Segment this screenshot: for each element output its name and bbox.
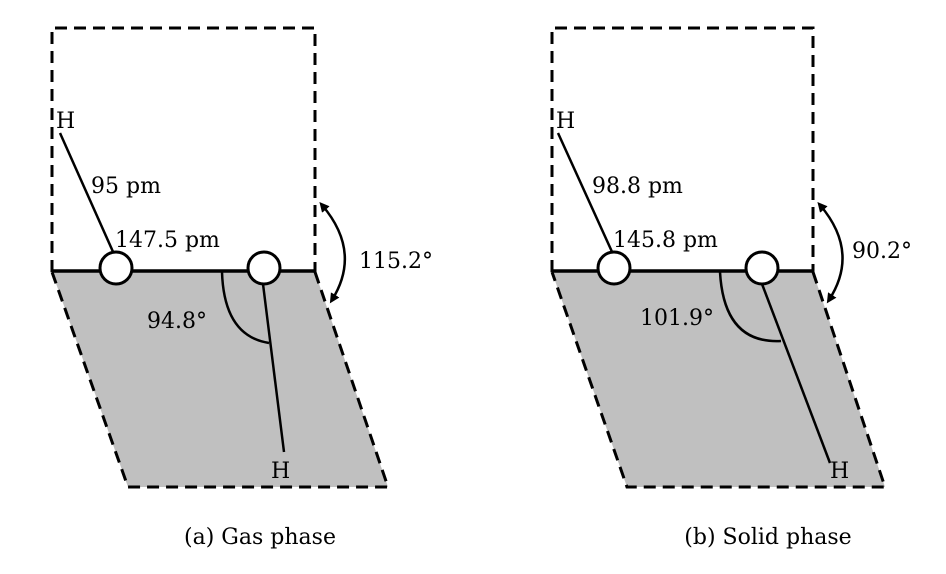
hydrogen-label-top: H — [56, 109, 75, 134]
caption: (b) Solid phase — [684, 525, 851, 550]
panel-gas-phase: H H 95 pm 147.5 pm 94.8° 115.2° (a) Gas … — [50, 26, 433, 550]
dihedral-arrow — [817, 201, 844, 304]
ooh-angle-arc — [220, 271, 270, 345]
oxygen-atom-1 — [98, 250, 134, 286]
hydrogen-label-bottom: H — [830, 459, 849, 484]
oh-bond-length-label: 98.8 pm — [592, 174, 683, 199]
lower-plane — [52, 272, 388, 487]
oxygen-atom-2 — [246, 250, 282, 286]
caption: (a) Gas phase — [184, 525, 336, 550]
oh-bond-length-label: 95 pm — [91, 174, 161, 199]
oo-bond-length-label: 145.8 pm — [613, 228, 718, 253]
oh-bond-top — [556, 132, 615, 255]
dihedral-angle-label: 115.2° — [359, 249, 433, 274]
ooh-angle-arc — [718, 271, 782, 343]
dihedral-angle-label: 90.2° — [852, 239, 912, 264]
oh-bond-bottom — [261, 283, 286, 453]
oo-bond-length-label: 147.5 pm — [115, 228, 220, 253]
oh-bond-top — [58, 132, 116, 255]
oxygen-atom-2 — [744, 250, 780, 286]
panel-solid-phase: H H 98.8 pm 145.8 pm 101.9° 90.2° (b) So… — [550, 26, 912, 550]
hydrogen-label-bottom: H — [271, 459, 290, 484]
dihedral-arrow — [319, 201, 347, 304]
ooh-angle-label: 94.8° — [147, 309, 207, 334]
oxygen-atom-1 — [596, 250, 632, 286]
oh-bond-bottom — [760, 283, 832, 464]
upper-plane-outline — [550, 26, 815, 272]
lower-plane — [552, 272, 885, 487]
ooh-angle-label: 101.9° — [640, 306, 714, 331]
hydrogen-label-top: H — [556, 109, 575, 134]
lower-plane-outline — [550, 271, 888, 489]
upper-plane-outline — [50, 26, 317, 272]
